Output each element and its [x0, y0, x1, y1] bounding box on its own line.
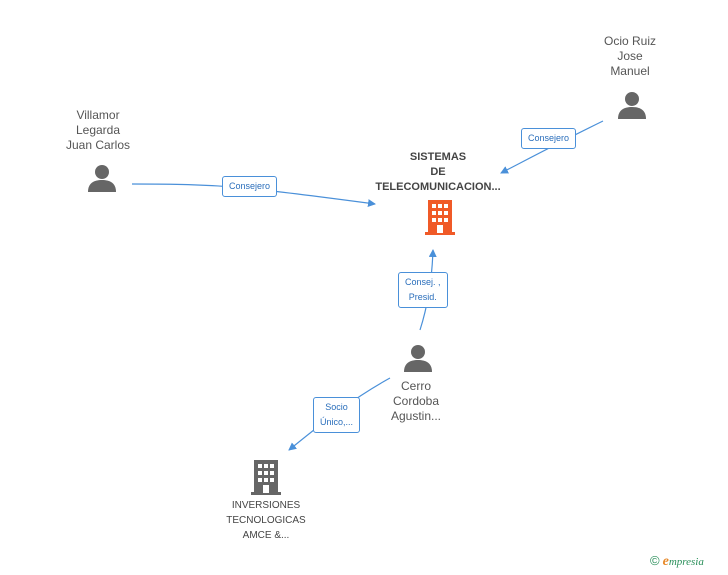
node-label-line: AMCE &...: [242, 530, 290, 541]
node-label-line: INVERSIONES: [231, 500, 301, 511]
node-label-line: Cordoba: [392, 394, 440, 408]
edge-label-cerro-main[interactable]: Consej. , Presid.: [398, 272, 448, 308]
node-label-line: Agustin...: [390, 409, 442, 423]
node-label-line: Villamor: [76, 108, 120, 122]
person-icon-ocio: [618, 92, 646, 119]
node-label-line: TECNOLOGICAS: [226, 515, 306, 526]
edge-label-line: Consejero: [229, 181, 271, 191]
person-icon-villamor: [88, 165, 116, 192]
node-label-line: Juan Carlos: [65, 138, 131, 152]
edge-label-line: Presid.: [408, 292, 437, 302]
node-label-line: Jose: [617, 49, 643, 63]
node-label-line: SISTEMAS: [409, 151, 467, 163]
brand-name: mpresia: [668, 556, 704, 568]
node-label-line: Manuel: [610, 64, 650, 78]
node-label-line: TELECOMUNICACION...: [375, 181, 501, 193]
edge-label-line: Consej. ,: [405, 277, 441, 287]
node-label-main-company[interactable]: SISTEMAS DE TELECOMUNICACION...: [368, 150, 508, 195]
edge-label-cerro-inversiones[interactable]: Socio Único,...: [313, 397, 361, 433]
brand-initial: e: [662, 554, 669, 569]
node-label-line: Ocio Ruiz: [603, 34, 656, 48]
node-label-inversiones[interactable]: INVERSIONES TECNOLOGICAS AMCE &...: [206, 498, 326, 543]
edge-label-villamor-main[interactable]: Consejero: [222, 176, 278, 197]
empresia-brand: ©empresia: [650, 553, 704, 570]
edge-label-line: Socio: [325, 402, 348, 412]
edge-label-line: Consejero: [528, 133, 570, 143]
person-icon-cerro: [404, 345, 432, 372]
edge-label-ocio-main[interactable]: Consejero: [521, 128, 577, 149]
edge-ocio-main: [500, 120, 604, 174]
node-label-line: Legarda: [75, 123, 121, 137]
node-label-ocio[interactable]: Ocio Ruiz Jose Manuel: [580, 34, 680, 79]
node-label-line: Cerro: [400, 379, 431, 393]
copyright-symbol: ©: [650, 553, 660, 568]
node-label-line: DE: [430, 166, 446, 178]
node-label-cerro[interactable]: Cerro Cordoba Agustin...: [366, 379, 466, 424]
building-icon-main: [425, 200, 455, 235]
node-label-villamor[interactable]: Villamor Legarda Juan Carlos: [48, 108, 148, 153]
edge-label-line: Único,...: [320, 417, 354, 427]
building-icon-inversiones: [251, 460, 281, 495]
